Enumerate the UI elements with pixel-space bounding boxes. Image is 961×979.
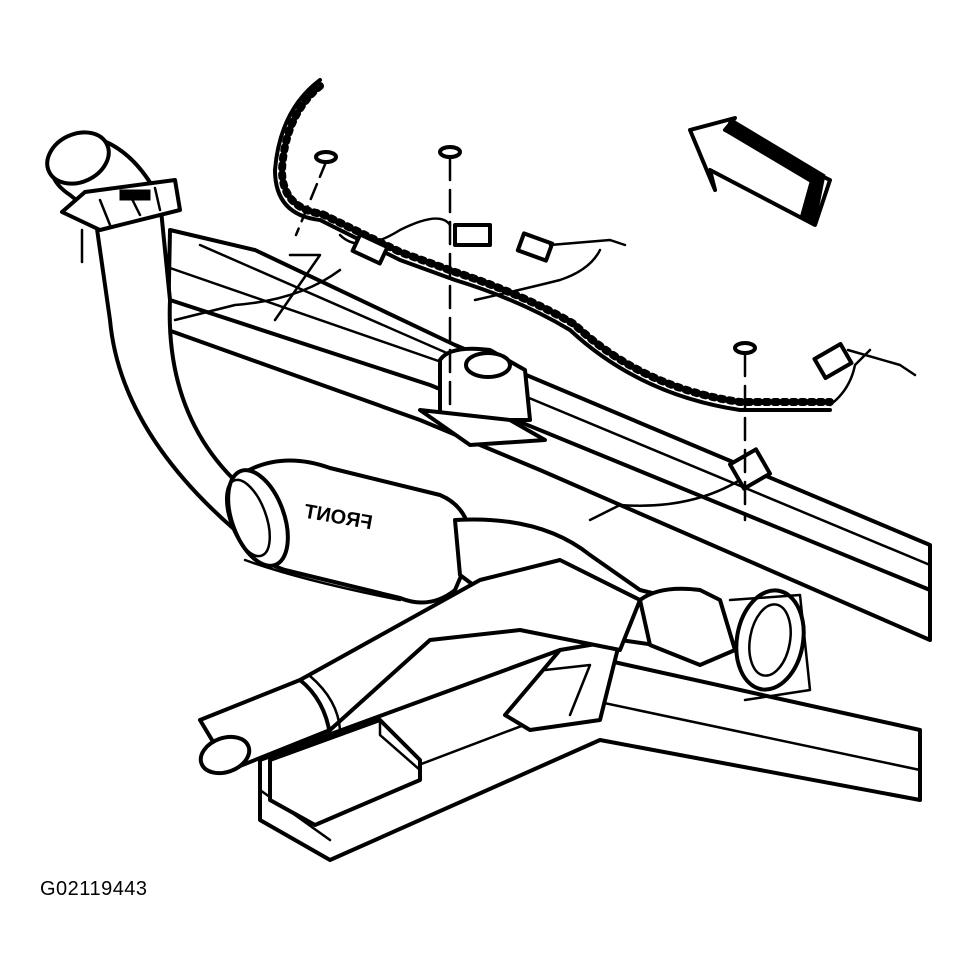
front-direction-arrow — [688, 116, 832, 227]
catalytic-converter: FRONT — [224, 458, 473, 605]
exhaust-pipe-left — [45, 130, 247, 532]
tailpipe — [198, 558, 642, 776]
mounting-bracket — [418, 346, 547, 447]
wiring-harness — [173, 78, 872, 412]
oxygen-sensor-connector-rear — [588, 341, 917, 522]
frame-rail — [166, 228, 932, 862]
oxygen-sensor-connector-front — [350, 223, 627, 266]
mounting-bolt — [273, 145, 757, 522]
figure-id-label: G02119443 — [40, 878, 148, 900]
